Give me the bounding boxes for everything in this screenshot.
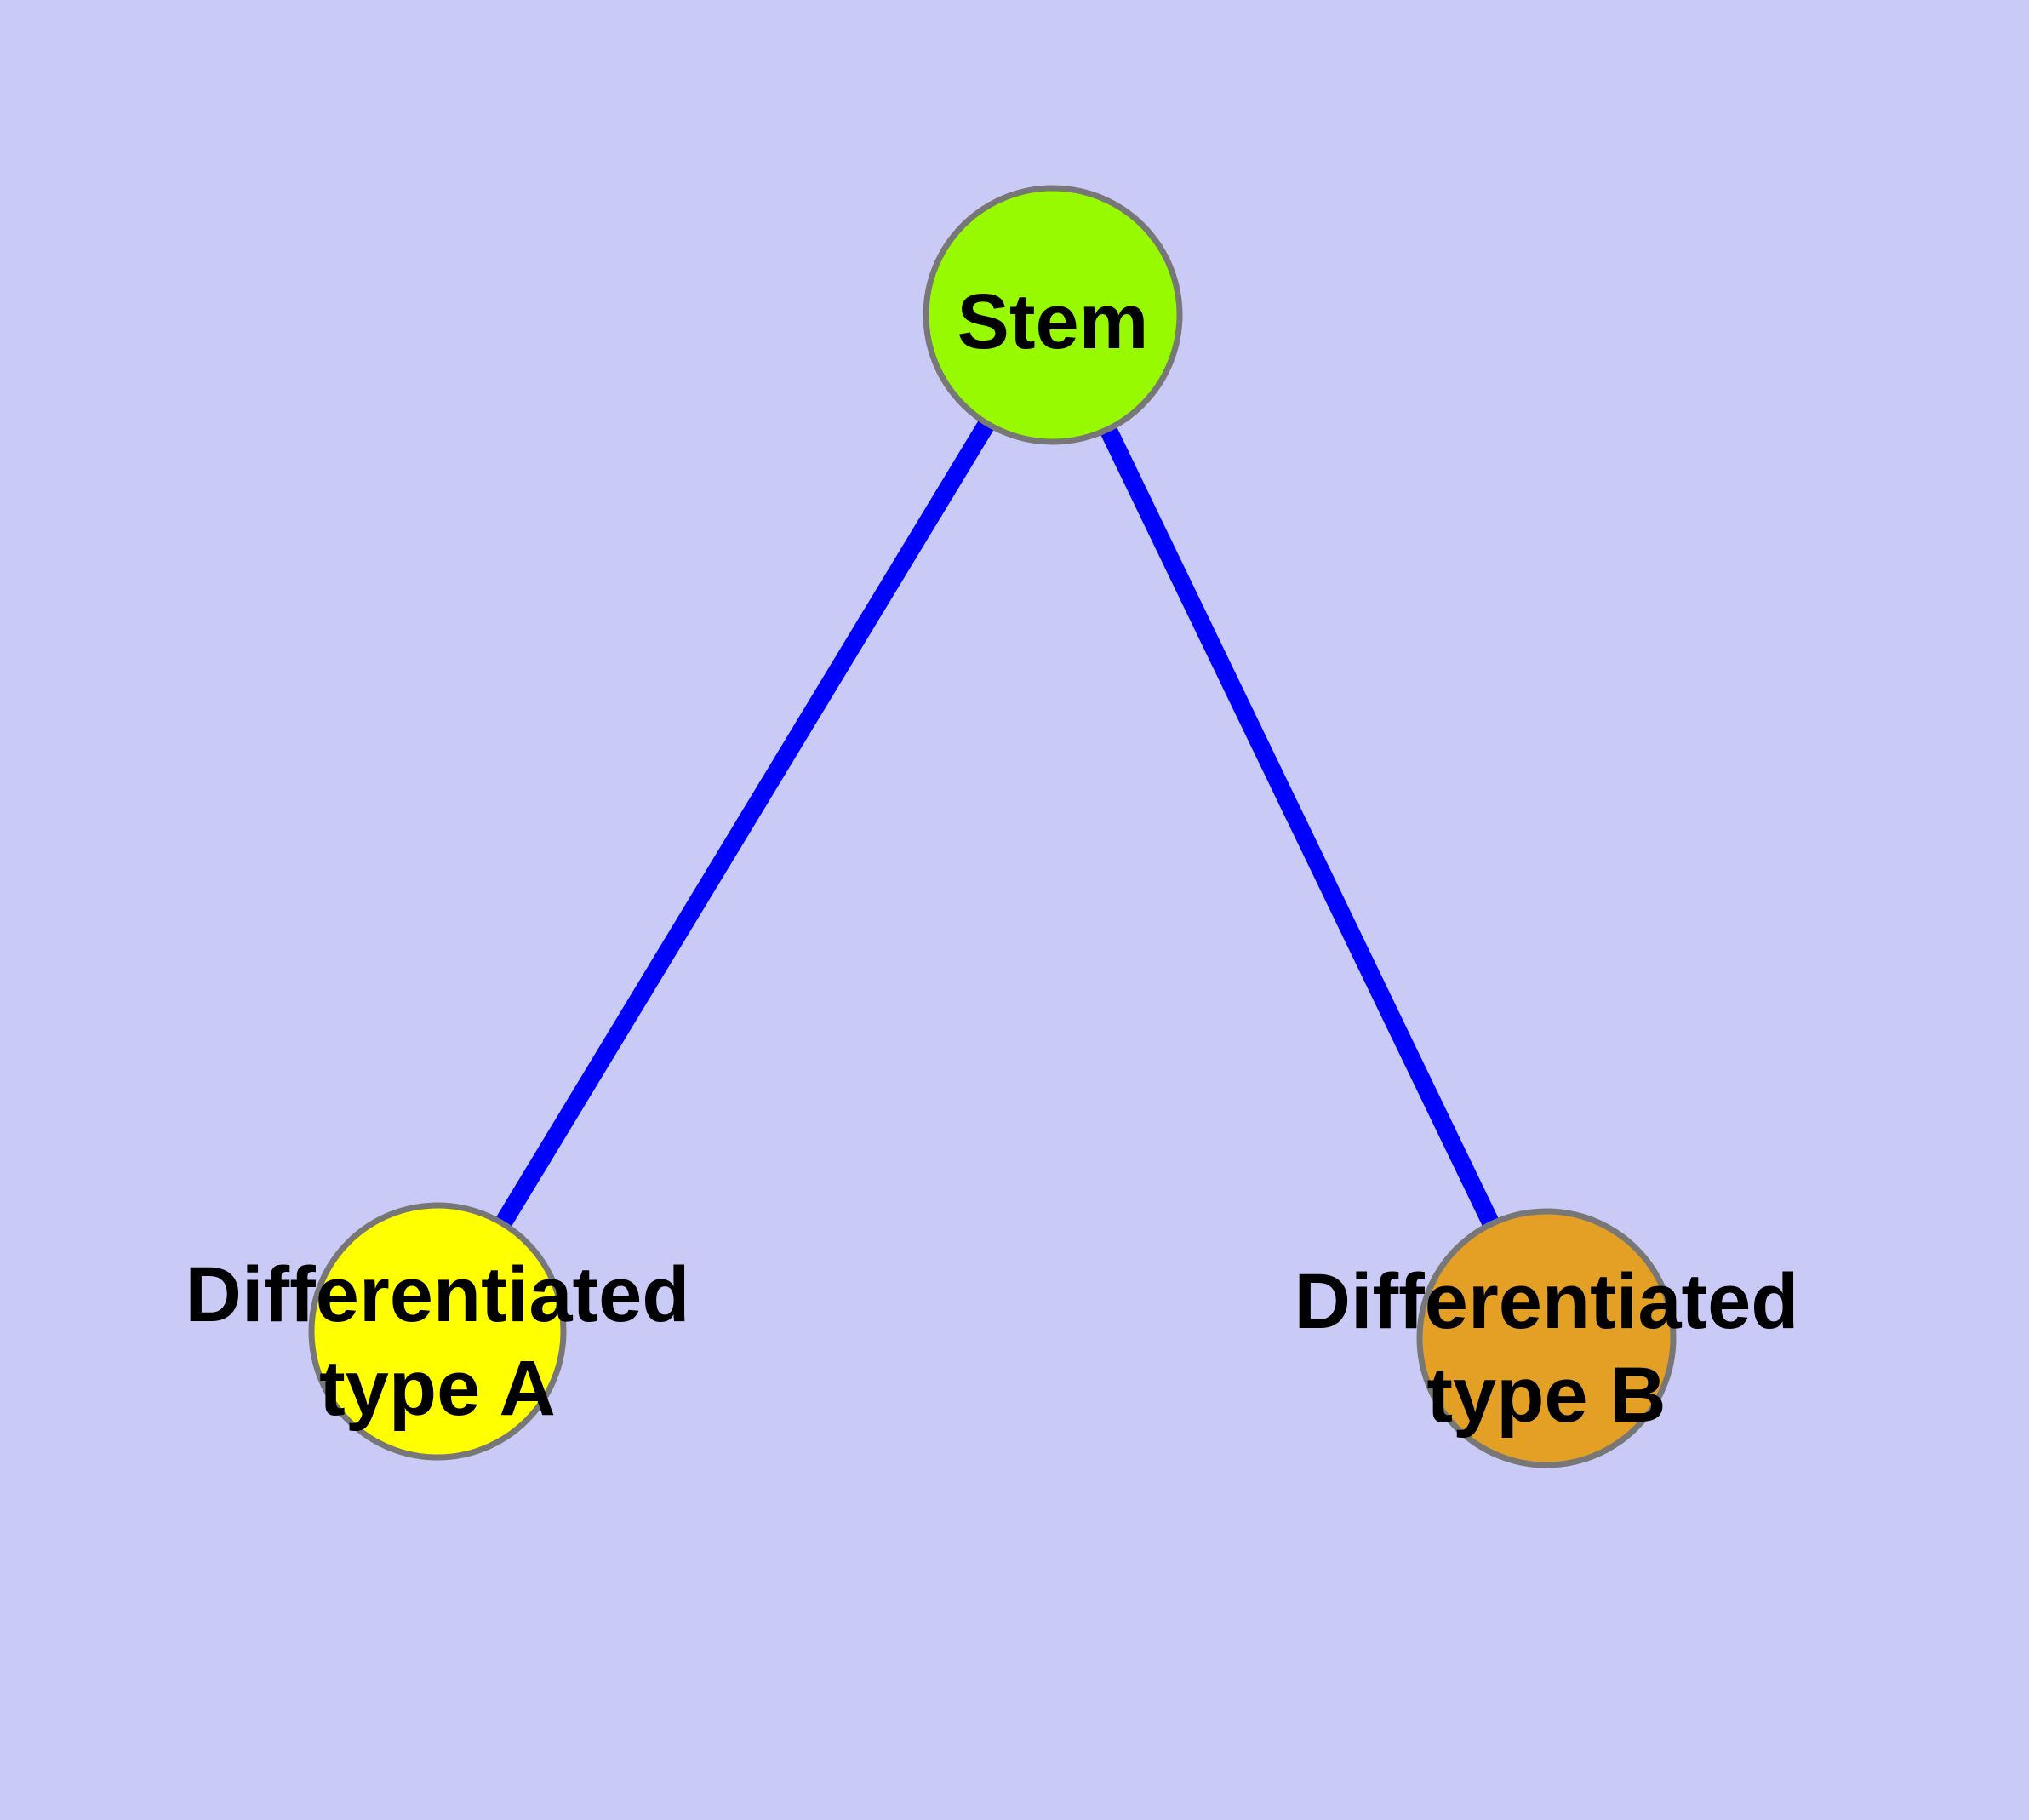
node-type-a-circle (308, 1202, 567, 1461)
edge-stem-to-type-b (1044, 311, 1555, 1342)
node-type-b-circle (1416, 1208, 1677, 1468)
node-type-b-label-line1: Differentiated (1295, 1258, 1799, 1345)
node-type-b-label-line2: type B (1426, 1352, 1666, 1439)
node-stem-circle (923, 185, 1183, 445)
node-type-a: Differentiated type A (186, 1202, 690, 1461)
node-type-b: Differentiated type B (1295, 1208, 1799, 1468)
node-stem: Stem (923, 185, 1183, 445)
node-type-a-label-line2: type A (319, 1345, 556, 1432)
node-stem-label: Stem (957, 278, 1149, 365)
node-type-a-label-line1: Differentiated (186, 1251, 690, 1338)
edge-stem-to-type-a (430, 310, 1060, 1336)
